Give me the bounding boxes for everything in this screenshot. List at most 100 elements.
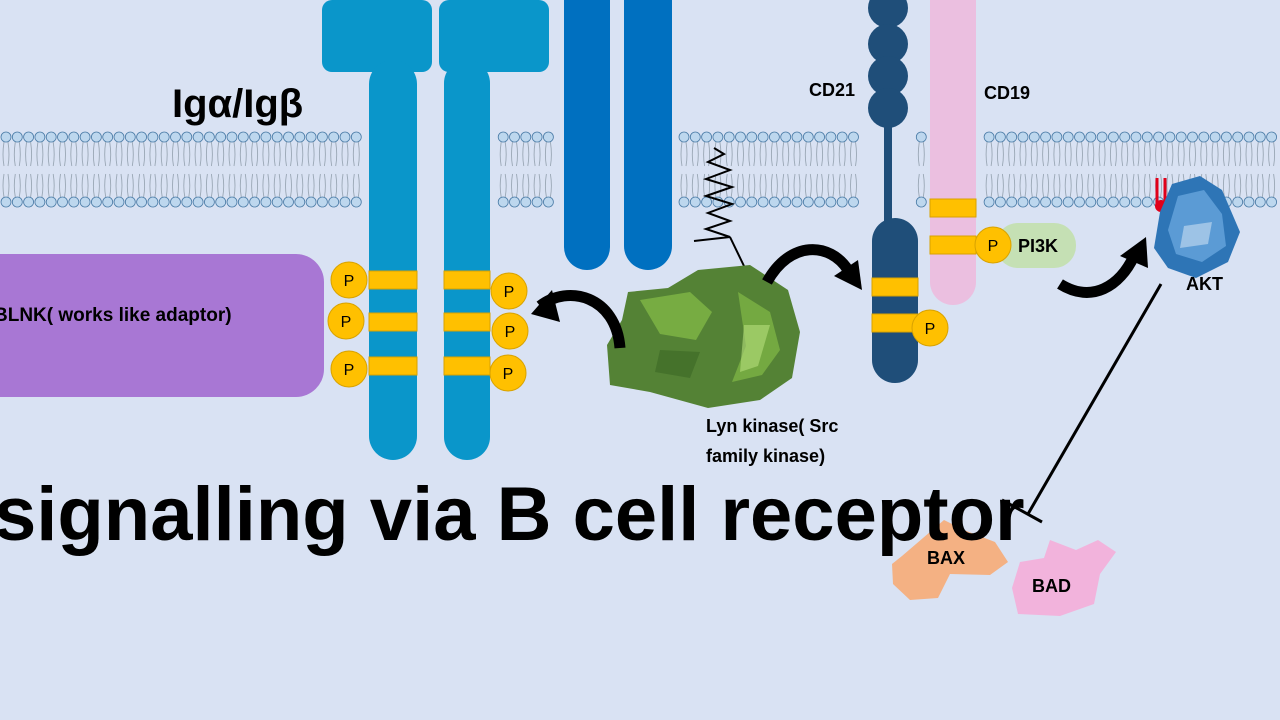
lipid-head <box>814 196 825 208</box>
phosphate-group: P <box>974 226 1012 264</box>
lipid-head <box>689 131 701 143</box>
svg-text:P: P <box>988 238 999 255</box>
lipid-head <box>983 196 995 208</box>
lipid-tail <box>194 141 202 198</box>
lipid-tail <box>217 141 225 198</box>
lipid-tail <box>1143 141 1151 198</box>
lipid-head <box>995 196 1006 208</box>
lipid-tail <box>1053 141 1061 198</box>
lipid-head <box>769 131 780 143</box>
lipid-head <box>1221 131 1232 143</box>
ig-beta-chain <box>439 0 549 460</box>
lipid-head <box>1119 131 1131 143</box>
lipid-head <box>509 131 520 143</box>
lipid-head <box>701 131 712 143</box>
lipid-head <box>1017 131 1029 143</box>
lipid-head <box>701 196 712 208</box>
bad-label: BAD <box>1032 576 1071 596</box>
lipid-tail <box>172 141 179 198</box>
lyn-membrane-anchor <box>693 147 745 267</box>
lipid-head <box>1141 131 1153 143</box>
pi3k <box>996 223 1076 268</box>
lipid-head <box>102 131 114 143</box>
lipid-head <box>543 131 554 143</box>
lipid-head <box>689 196 701 208</box>
lipid-tail <box>1042 141 1050 198</box>
cd19-receptor <box>930 0 976 305</box>
lipid-tail <box>1030 141 1038 198</box>
lipid-head <box>1051 131 1063 143</box>
svg-text:P: P <box>344 362 355 379</box>
lipid-head <box>1006 131 1018 143</box>
lipid-head <box>1153 131 1164 143</box>
lipid-head <box>136 131 148 143</box>
lipid-head <box>678 131 690 143</box>
blnk-label: BLNK( works like adaptor) <box>0 305 232 326</box>
lipid-head <box>1028 131 1040 143</box>
lipid-head <box>0 131 12 143</box>
lipid-head <box>735 131 746 143</box>
svg-text:P: P <box>505 324 516 341</box>
lipid-tail <box>126 141 134 198</box>
lipid-head <box>34 131 46 143</box>
lipid-head <box>1254 196 1266 208</box>
lipid-head <box>1119 196 1131 208</box>
lipid-head <box>57 196 68 208</box>
lipid-head <box>215 131 227 143</box>
lipid-tail <box>285 141 292 198</box>
lipid-tail <box>1109 141 1117 198</box>
lipid-head <box>825 196 837 208</box>
lipid-head <box>780 196 792 208</box>
lipid-head <box>1141 196 1153 208</box>
lipid-head <box>215 196 227 208</box>
lipid-head <box>237 131 249 143</box>
lipid-head <box>678 196 690 208</box>
lipid-tail <box>1076 141 1083 198</box>
lipid-head <box>68 131 80 143</box>
lipid-head <box>825 131 837 143</box>
lipid-tail <box>318 141 326 198</box>
lipid-tail <box>737 141 744 198</box>
lipid-head <box>1130 131 1142 143</box>
lipid-tail <box>725 141 733 198</box>
lipid-head <box>339 196 351 208</box>
lipid-head <box>11 131 23 143</box>
lipid-head <box>757 131 769 143</box>
lipid-head <box>497 196 509 208</box>
lipid-head <box>520 196 532 208</box>
lipid-tail <box>262 141 270 198</box>
lipid-head <box>181 196 193 208</box>
lipid-head <box>45 131 57 143</box>
lipid-tail <box>691 141 699 198</box>
cell-membrane <box>0 131 1277 208</box>
lipid-tail <box>36 141 44 198</box>
lipid-tail <box>70 141 78 198</box>
phosphate-group: P <box>330 261 368 299</box>
arrow-lyn-to-cd19 <box>762 244 853 285</box>
lipid-head <box>735 196 746 208</box>
lipid-head <box>68 196 80 208</box>
lipid-head <box>531 196 543 208</box>
lipid-tail <box>827 141 835 198</box>
lipid-tail <box>1245 141 1253 198</box>
lipid-head <box>0 196 12 208</box>
lipid-head <box>57 131 68 143</box>
lipid-head <box>226 131 238 143</box>
lipid-tail <box>917 141 925 198</box>
lyn-kinase <box>607 265 800 408</box>
lipid-tail <box>1268 141 1276 198</box>
arrow-lyn-to-cd19-head <box>834 260 862 290</box>
lipid-head <box>305 131 317 143</box>
lipid-head <box>203 131 215 143</box>
phosphate-groups: P P P P P P P P <box>327 226 1012 392</box>
lipid-head <box>723 131 735 143</box>
lipid-head <box>769 196 780 208</box>
slide-title: signalling via B cell receptor <box>0 472 1025 557</box>
lipid-tail <box>47 141 55 198</box>
lipid-tail <box>1155 141 1163 198</box>
arrow-lyn-to-ig-head <box>531 290 560 322</box>
lipid-tail <box>1222 141 1230 198</box>
lipid-head <box>1040 131 1051 143</box>
lipid-tail <box>748 141 756 198</box>
